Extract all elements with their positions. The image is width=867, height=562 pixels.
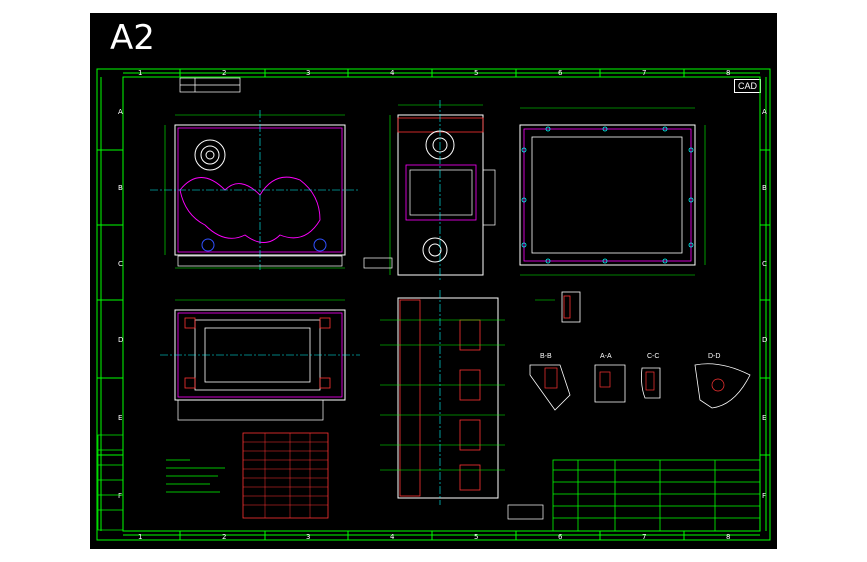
section-c-c-label: C-C (647, 353, 659, 360)
section-b-b: B-B (529, 353, 571, 411)
left-revision-block (97, 434, 124, 531)
zone-row-e: E (118, 414, 122, 422)
section-d-d-label: D-D (708, 353, 720, 360)
zone-row-c: C (118, 260, 123, 268)
zone-row-a: A (118, 108, 123, 116)
detail-view-i (535, 291, 581, 323)
zone-col-4-bottom: 4 (390, 533, 395, 541)
zone-row-c-right: C (762, 260, 767, 268)
zone-col-2-bottom: 2 (222, 533, 226, 541)
zone-row-labels-left: A B C D E F (118, 108, 123, 500)
outer-frame (96, 68, 771, 541)
section-d-d: D-D (694, 353, 751, 409)
long-section-view (380, 290, 544, 520)
section-b-b-label: B-B (540, 353, 552, 360)
zone-column-labels-bottom: 1 2 3 4 5 6 7 8 (138, 533, 730, 541)
technical-notes (166, 459, 225, 493)
zone-row-b: B (118, 184, 123, 192)
zone-col-4: 4 (390, 69, 395, 77)
zone-row-f: F (118, 492, 122, 500)
bottom-view (160, 299, 360, 421)
zone-col-5: 5 (474, 69, 478, 77)
zone-ticks (97, 69, 770, 540)
inner-frame (122, 76, 761, 532)
zone-col-1: 1 (138, 69, 142, 77)
zone-col-8: 8 (726, 69, 730, 77)
zone-col-6-bottom: 6 (558, 533, 563, 541)
side-view (363, 100, 496, 280)
zone-col-8-bottom: 8 (726, 533, 730, 541)
zone-col-2: 2 (222, 69, 226, 77)
zone-col-5-bottom: 5 (474, 533, 478, 541)
section-a-a: A-A (594, 353, 626, 403)
zone-col-7: 7 (642, 69, 646, 77)
zone-row-f-right: F (762, 492, 766, 500)
zone-column-labels-top: 1 2 3 4 5 6 7 8 (138, 69, 730, 77)
zone-row-a-right: A (762, 108, 767, 116)
section-a-a-label: A-A (600, 353, 612, 360)
zone-row-b-right: B (762, 184, 767, 192)
title-block (552, 459, 761, 532)
section-c-c: C-C (641, 353, 661, 399)
zone-row-d: D (118, 336, 123, 344)
sheet-size-label: A2 (110, 18, 155, 58)
zone-row-labels-right: A B C D E F (762, 108, 767, 500)
front-view (150, 110, 360, 270)
zone-row-e-right: E (762, 414, 766, 422)
zone-col-3: 3 (306, 69, 310, 77)
top-view (519, 107, 706, 276)
top-left-label-box (179, 77, 241, 93)
zone-col-3-bottom: 3 (306, 533, 310, 541)
zone-col-7-bottom: 7 (642, 533, 646, 541)
zone-col-6: 6 (558, 69, 563, 77)
zone-col-1-bottom: 1 (138, 533, 142, 541)
zone-row-d-right: D (762, 336, 767, 344)
parts-list-table (242, 432, 329, 519)
